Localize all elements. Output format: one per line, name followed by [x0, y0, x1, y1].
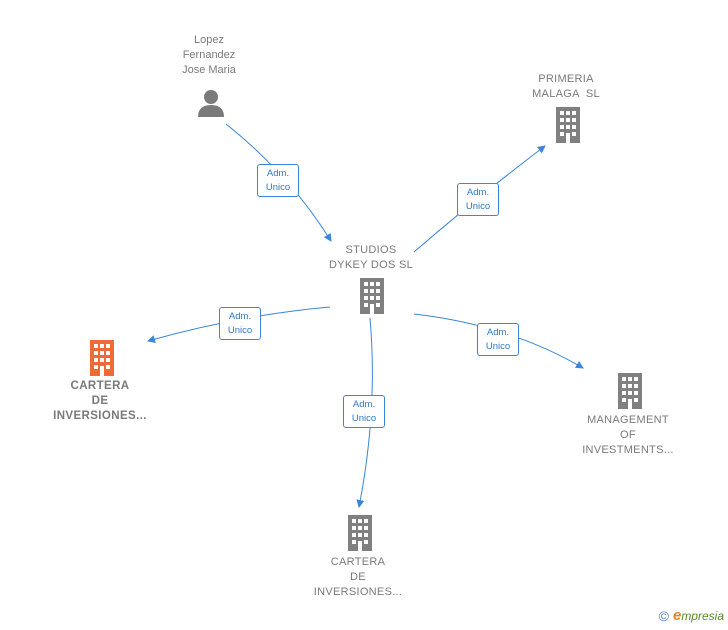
edge-label-role: Adm. [228, 311, 252, 322]
brand-footer: © empresia [659, 607, 724, 624]
building-icon [348, 515, 372, 551]
node-person[interactable]: Lopez Fernandez Jose Maria [160, 33, 258, 78]
node-studios-dykey[interactable]: STUDIOS DYKEY DOS SL [316, 243, 426, 273]
edge-label-center-cartera-left[interactable]: Adm. Unico [219, 307, 261, 340]
node-management[interactable]: MANAGEMENT OF INVESTMENTS... [573, 413, 683, 458]
edge-label-role: Adm. [486, 327, 510, 338]
edge-label-role: Adm. [266, 168, 290, 179]
edge-label-person-center[interactable]: Adm. Unico [257, 164, 299, 197]
node-primeria-malaga-label: PRIMERIA MALAGA SL [532, 73, 600, 100]
edge-label-center-primeria[interactable]: Adm. Unico [457, 183, 499, 216]
edge-label-type: Unico [351, 413, 377, 424]
edge-label-center-management[interactable]: Adm. Unico [477, 323, 519, 356]
node-person-label: Lopez Fernandez Jose Maria [182, 34, 236, 76]
edge-label-type: Unico [485, 341, 511, 352]
edge-label-center-cartera-bottom[interactable]: Adm. Unico [343, 395, 385, 428]
node-studios-dykey-label: STUDIOS DYKEY DOS SL [328, 244, 414, 271]
edge-label-type: Unico [465, 201, 491, 212]
node-cartera-bottom-label: CARTERA DE INVERSIONES... [313, 556, 403, 598]
edge-label-role: Adm. [466, 187, 490, 198]
building-icon [360, 278, 384, 314]
edge-label-type: Unico [227, 325, 253, 336]
node-cartera-left[interactable]: CARTERA DE INVERSIONES... [40, 379, 160, 424]
person-icon [198, 90, 224, 117]
brand-logo: empresia [672, 607, 724, 624]
node-cartera-left-label: CARTERA DE INVERSIONES... [53, 380, 147, 422]
node-primeria-malaga[interactable]: PRIMERIA MALAGA SL [516, 72, 616, 102]
copyright-icon: © [658, 607, 669, 624]
building-icon-highlighted [90, 340, 114, 376]
node-management-label: MANAGEMENT OF INVESTMENTS... [582, 414, 674, 456]
node-cartera-bottom[interactable]: CARTERA DE INVERSIONES... [303, 555, 413, 600]
building-icon [618, 373, 642, 409]
edge-label-type: Unico [265, 182, 291, 193]
edge-label-role: Adm. [352, 399, 376, 410]
building-icon [556, 107, 580, 143]
